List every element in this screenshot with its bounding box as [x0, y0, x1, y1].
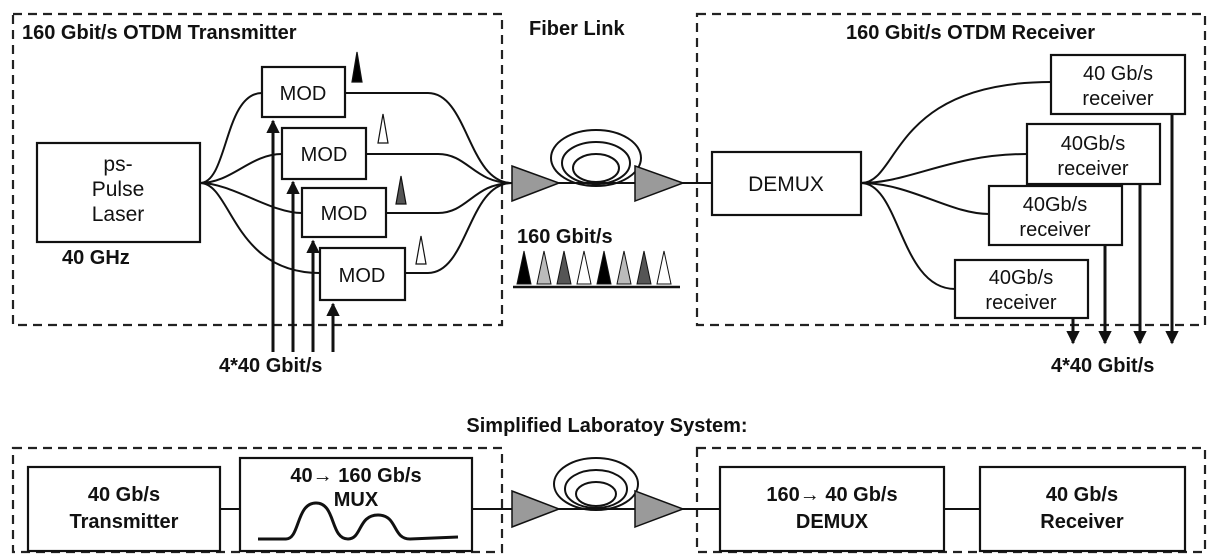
receiver-1-line2: receiver [1082, 88, 1153, 110]
demux-label: DEMUX [748, 173, 824, 196]
receiver-3-line1: 40Gb/s [1023, 194, 1087, 216]
rx-splitter-lines [860, 81, 1052, 290]
receiver-4-line2: receiver [985, 292, 1056, 314]
modulator-3 [300, 186, 388, 239]
modulator-1 [260, 65, 347, 119]
lab-transmitter-box [26, 465, 222, 553]
lab-receiver-line2: Receiver [1040, 511, 1124, 533]
modulator-4 [318, 246, 407, 302]
modulator-4-label: MOD [339, 265, 386, 287]
lab-demux-box [718, 465, 946, 553]
receiver-1-line1: 40 Gb/s [1083, 63, 1153, 85]
otdm-pulse-train-icon [513, 250, 680, 289]
receiver-2-line2: receiver [1057, 158, 1128, 180]
pulse-white-icon [415, 235, 427, 265]
receiver-1 [1049, 53, 1187, 116]
receiver-4 [953, 258, 1090, 320]
filter-response-icon [258, 501, 459, 541]
lab-receiver-line1: 40 Gb/s [1046, 484, 1118, 506]
pulse-black-icon [351, 51, 363, 83]
mux-line2: MUX [334, 489, 379, 511]
laser-label-line1: ps- [103, 153, 132, 176]
lab-demux-line2: DEMUX [796, 511, 869, 533]
lab-system-title: Simplified Laboratoy System: [466, 415, 747, 437]
laser-label-line2: Pulse [92, 178, 145, 201]
receiver-3-line2: receiver [1019, 219, 1090, 241]
tx-splitter-lines [199, 92, 321, 274]
laser-label-line3: Laser [92, 203, 145, 226]
amplifier-icon [634, 489, 686, 529]
modulator-2 [280, 126, 368, 181]
fiber-spool-icon [553, 457, 639, 511]
fiber-spool-icon [550, 129, 642, 187]
amplifier-icon [634, 164, 686, 203]
data-output-arrows [1066, 114, 1179, 345]
transmitter-enclosure [11, 12, 504, 327]
lab-transmitter-line1: 40 Gb/s [88, 484, 160, 506]
receiver-2-line1: 40Gb/s [1061, 133, 1125, 155]
receiver-enclosure [695, 12, 1207, 327]
lab-receiver-enclosure [695, 446, 1207, 554]
lab-transmitter-enclosure [11, 446, 504, 554]
fiber-link-title: Fiber Link [529, 18, 625, 40]
mux-line1: 40→ 160 Gb/s [290, 465, 421, 487]
link-data-rate: 160 Gbit/s [517, 226, 613, 248]
receiver-4-line1: 40Gb/s [989, 267, 1053, 289]
receiver-3 [987, 184, 1124, 247]
tx-data-rate: 4*40 Gbit/s [219, 355, 322, 377]
lab-transmitter-line2: Transmitter [70, 511, 179, 533]
modulator-3-label: MOD [321, 203, 368, 225]
transmitter-title: 160 Gbit/s OTDM Transmitter [22, 22, 297, 44]
pulse-gray-icon [395, 175, 407, 205]
tx-combiner-lines [345, 92, 513, 274]
rx-data-rate: 4*40 Gbit/s [1051, 355, 1154, 377]
receiver-2 [1025, 122, 1162, 186]
lab-demux-line1: 160→ 40 Gb/s [766, 484, 897, 506]
data-input-arrows [266, 119, 340, 352]
laser-frequency: 40 GHz [62, 247, 130, 269]
amplifier-icon [511, 489, 562, 529]
amplifier-icon [511, 164, 562, 203]
pulse-white-icon [377, 113, 389, 144]
modulator-2-label: MOD [301, 144, 348, 166]
lab-receiver-box [978, 465, 1187, 553]
modulator-1-label: MOD [280, 83, 327, 105]
receiver-title: 160 Gbit/s OTDM Receiver [846, 22, 1095, 44]
pulse-laser-box [35, 141, 202, 244]
